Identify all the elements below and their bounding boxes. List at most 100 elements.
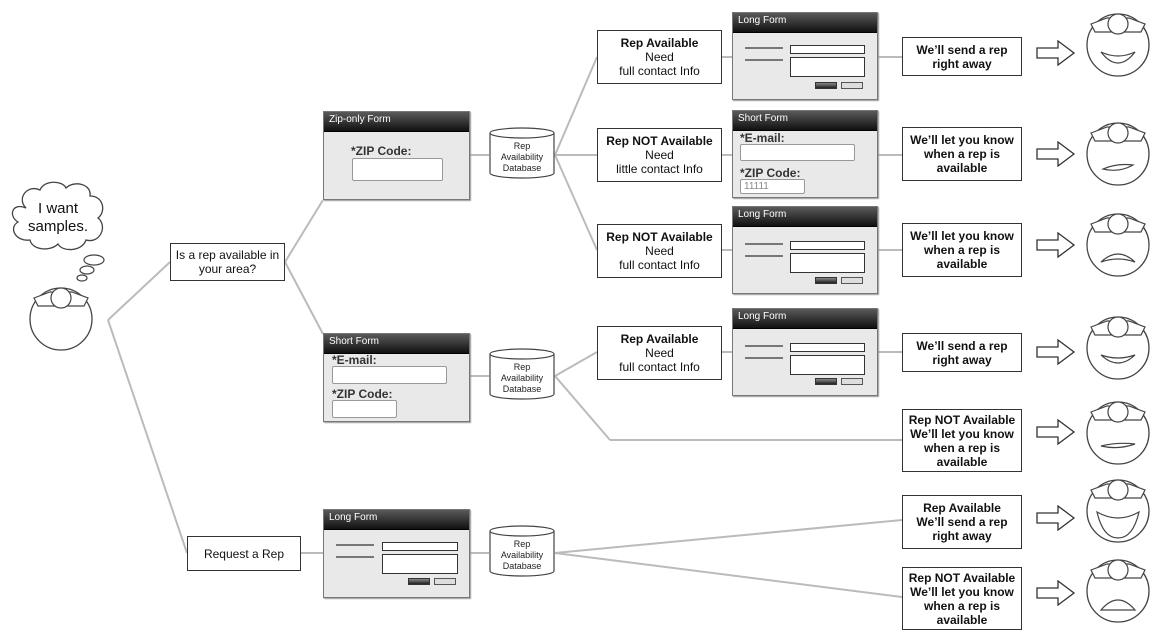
short-form-left: Short Form *E-mail: *ZIP Code: — [323, 333, 470, 422]
outcome-send-rep-2: We’ll send a rep right away — [902, 333, 1022, 372]
rep-availability-database-3: Rep Availability Database — [489, 525, 555, 577]
status-title: Rep Available — [620, 332, 699, 346]
outcome-line: available — [936, 161, 988, 175]
email-input[interactable] — [740, 144, 855, 161]
zip-input[interactable]: 11111 — [740, 179, 805, 194]
label-line — [745, 357, 783, 359]
thought-line-2: samples. — [27, 218, 89, 235]
status-line: Need — [645, 346, 674, 360]
outcome-line: when a rep is — [923, 440, 1001, 455]
outcome-line: Rep NOT Available — [908, 412, 1016, 427]
details-input[interactable] — [790, 253, 865, 273]
question-text: Is a rep available in your area? — [175, 248, 280, 276]
cancel-button[interactable] — [841, 277, 863, 284]
outcome-send-rep-1: We’ll send a rep right away — [902, 37, 1022, 76]
long-form-top: Long Form — [732, 12, 878, 100]
status-title: Rep NOT Available — [606, 230, 713, 244]
outcome-not-available-notify-2: Rep NOT Available We’ll let you know whe… — [902, 567, 1022, 630]
thought-text: I want samples. — [20, 200, 96, 236]
outcome-line: right away — [932, 352, 992, 367]
outcome-line: right away — [932, 529, 992, 543]
submit-button[interactable] — [815, 82, 837, 89]
outcome-line: We’ll send a rep — [916, 42, 1008, 57]
db-line-3: Database — [502, 163, 542, 173]
long-form-mid: Long Form — [732, 206, 878, 294]
rep-availability-question: Is a rep available in your area? — [170, 243, 285, 281]
label-line — [745, 243, 783, 245]
email-label: *E-mail: — [332, 353, 377, 367]
db-line-2: Availability — [500, 152, 544, 162]
cancel-button[interactable] — [841, 378, 863, 385]
zip-input[interactable] — [332, 400, 397, 418]
name-input[interactable] — [790, 45, 865, 54]
details-input[interactable] — [382, 554, 458, 574]
rep-availability-database-2: Rep Availability Database — [489, 348, 555, 400]
db-line-2: Availability — [500, 373, 544, 383]
submit-button[interactable] — [408, 578, 430, 585]
name-input[interactable] — [382, 542, 458, 551]
status-line: full contact Info — [619, 360, 700, 374]
outcome-notify-2: We’ll let you know when a rep is availab… — [902, 223, 1022, 277]
label-line — [745, 59, 783, 61]
form-title: Long Form — [324, 510, 469, 530]
zip-input[interactable] — [352, 158, 443, 181]
outcome-line: right away — [932, 56, 992, 71]
outcome-line: when a rep is — [923, 243, 1001, 257]
request-rep-text: Request a Rep — [203, 546, 285, 561]
details-input[interactable] — [790, 355, 865, 375]
short-form-right: Short Form *E-mail: *ZIP Code: 11111 — [732, 110, 878, 198]
label-line — [745, 255, 783, 257]
thought-line-1: I want — [37, 200, 79, 217]
db-line-2: Availability — [500, 550, 544, 560]
form-title: Long Form — [733, 309, 877, 329]
arrow-right-icon — [1036, 419, 1076, 445]
name-input[interactable] — [790, 343, 865, 352]
db-line-1: Rep — [513, 141, 531, 151]
thought-bubble: I want samples. — [6, 178, 112, 284]
long-form-lower: Long Form — [732, 308, 878, 396]
status-line: Need — [645, 244, 674, 258]
name-input[interactable] — [790, 241, 865, 250]
user-head-icon — [29, 287, 93, 351]
database-icon — [489, 525, 555, 577]
db-line-1: Rep — [513, 539, 531, 549]
label-line — [336, 556, 374, 558]
form-title: Short Form — [733, 111, 877, 131]
arrow-right-icon — [1036, 339, 1076, 365]
outcome-line: Rep Available — [923, 501, 1001, 515]
happy-face-icon — [1086, 13, 1150, 77]
database-icon — [489, 348, 555, 400]
status-rep-available-2: Rep Available Need full contact Info — [597, 326, 722, 380]
zip-label: *ZIP Code: — [351, 144, 412, 158]
form-title: Long Form — [733, 207, 877, 227]
neutral-face-icon — [1086, 401, 1150, 465]
happy-face-icon — [1086, 316, 1150, 380]
email-label: *E-mail: — [740, 131, 785, 145]
submit-button[interactable] — [815, 277, 837, 284]
submit-button[interactable] — [815, 378, 837, 385]
cancel-button[interactable] — [841, 82, 863, 89]
outcome-line: available — [936, 257, 988, 271]
label-line — [336, 544, 374, 546]
details-input[interactable] — [790, 57, 865, 77]
arrow-right-icon — [1036, 40, 1076, 66]
outcome-notify-1: We’ll let you know when a rep is availab… — [902, 127, 1022, 181]
form-title: Zip-only Form — [324, 112, 469, 132]
outcome-line: available — [936, 612, 988, 627]
cancel-button[interactable] — [434, 578, 456, 585]
arrow-right-icon — [1036, 141, 1076, 167]
status-rep-not-available-2: Rep NOT Available Need full contact Info — [597, 224, 722, 278]
db-line-1: Rep — [513, 362, 531, 372]
outcome-line: We’ll send a rep — [916, 338, 1008, 353]
label-line — [745, 47, 783, 49]
rep-availability-database-1: Rep Availability Database — [489, 127, 555, 179]
outcome-line: We’ll send a rep — [916, 515, 1008, 529]
sad-face-icon — [1086, 559, 1150, 623]
arrow-right-icon — [1036, 505, 1076, 531]
zip-label: *ZIP Code: — [740, 166, 801, 180]
email-input[interactable] — [332, 366, 447, 384]
very-happy-face-icon — [1086, 479, 1150, 543]
form-title: Long Form — [733, 13, 877, 33]
zip-label: *ZIP Code: — [332, 387, 393, 401]
outcome-line: We’ll let you know — [910, 426, 1014, 441]
